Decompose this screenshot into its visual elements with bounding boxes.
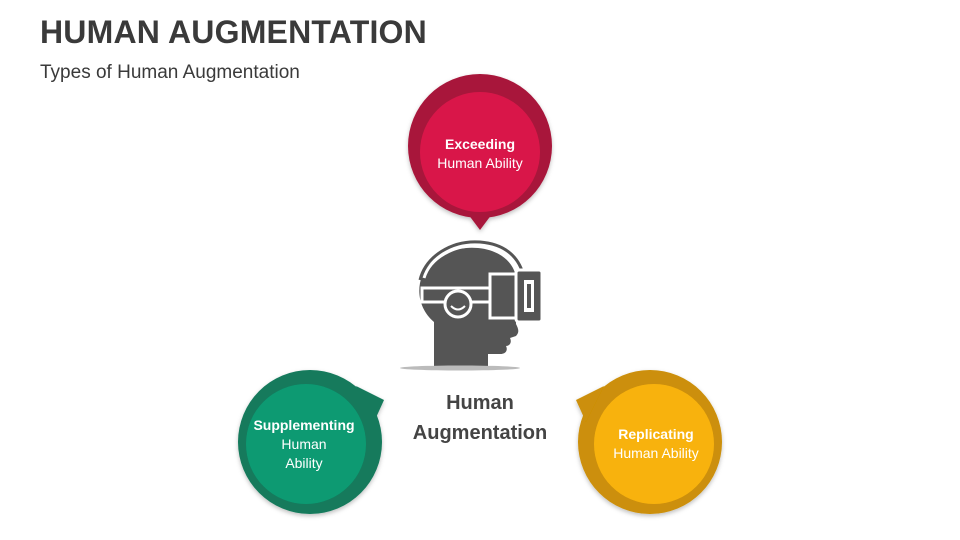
bubble-line: Human Ability <box>437 155 523 171</box>
bubble-heading: Exceeding <box>444 136 516 152</box>
bubble-text: Replicating Human Ability <box>598 372 714 516</box>
bubble-shape <box>408 74 552 230</box>
slide-subtitle: Types of Human Augmentation <box>40 62 300 83</box>
bubble-replicating: Replicating Human Ability <box>576 370 722 516</box>
vr-headset-head-icon-graphic <box>400 240 544 371</box>
bubble-shape <box>238 370 384 514</box>
center-label: Human Augmentation <box>390 388 570 448</box>
center-label-line: Augmentation <box>412 422 548 444</box>
bubble-exceeding: Exceeding Human Ability <box>408 74 552 230</box>
center-label-line: Human <box>446 392 514 414</box>
vr-headset-head-icon <box>398 238 558 376</box>
bubble-text: Supplementing Human Ability <box>246 372 362 516</box>
bubble-text: Exceeding Human Ability <box>422 82 538 226</box>
slide-title: HUMAN AUGMENTATION <box>40 14 427 50</box>
bubble-supplementing: Supplementing Human Ability <box>238 370 384 516</box>
bubble-line: Human <box>281 435 327 452</box>
bubble-line: Ability <box>285 454 323 471</box>
bubble-heading: Supplementing <box>253 416 355 433</box>
bubble-heading: Replicating <box>618 426 694 442</box>
bubble-line: Human Ability <box>613 445 699 461</box>
bubble-shape <box>576 370 722 514</box>
